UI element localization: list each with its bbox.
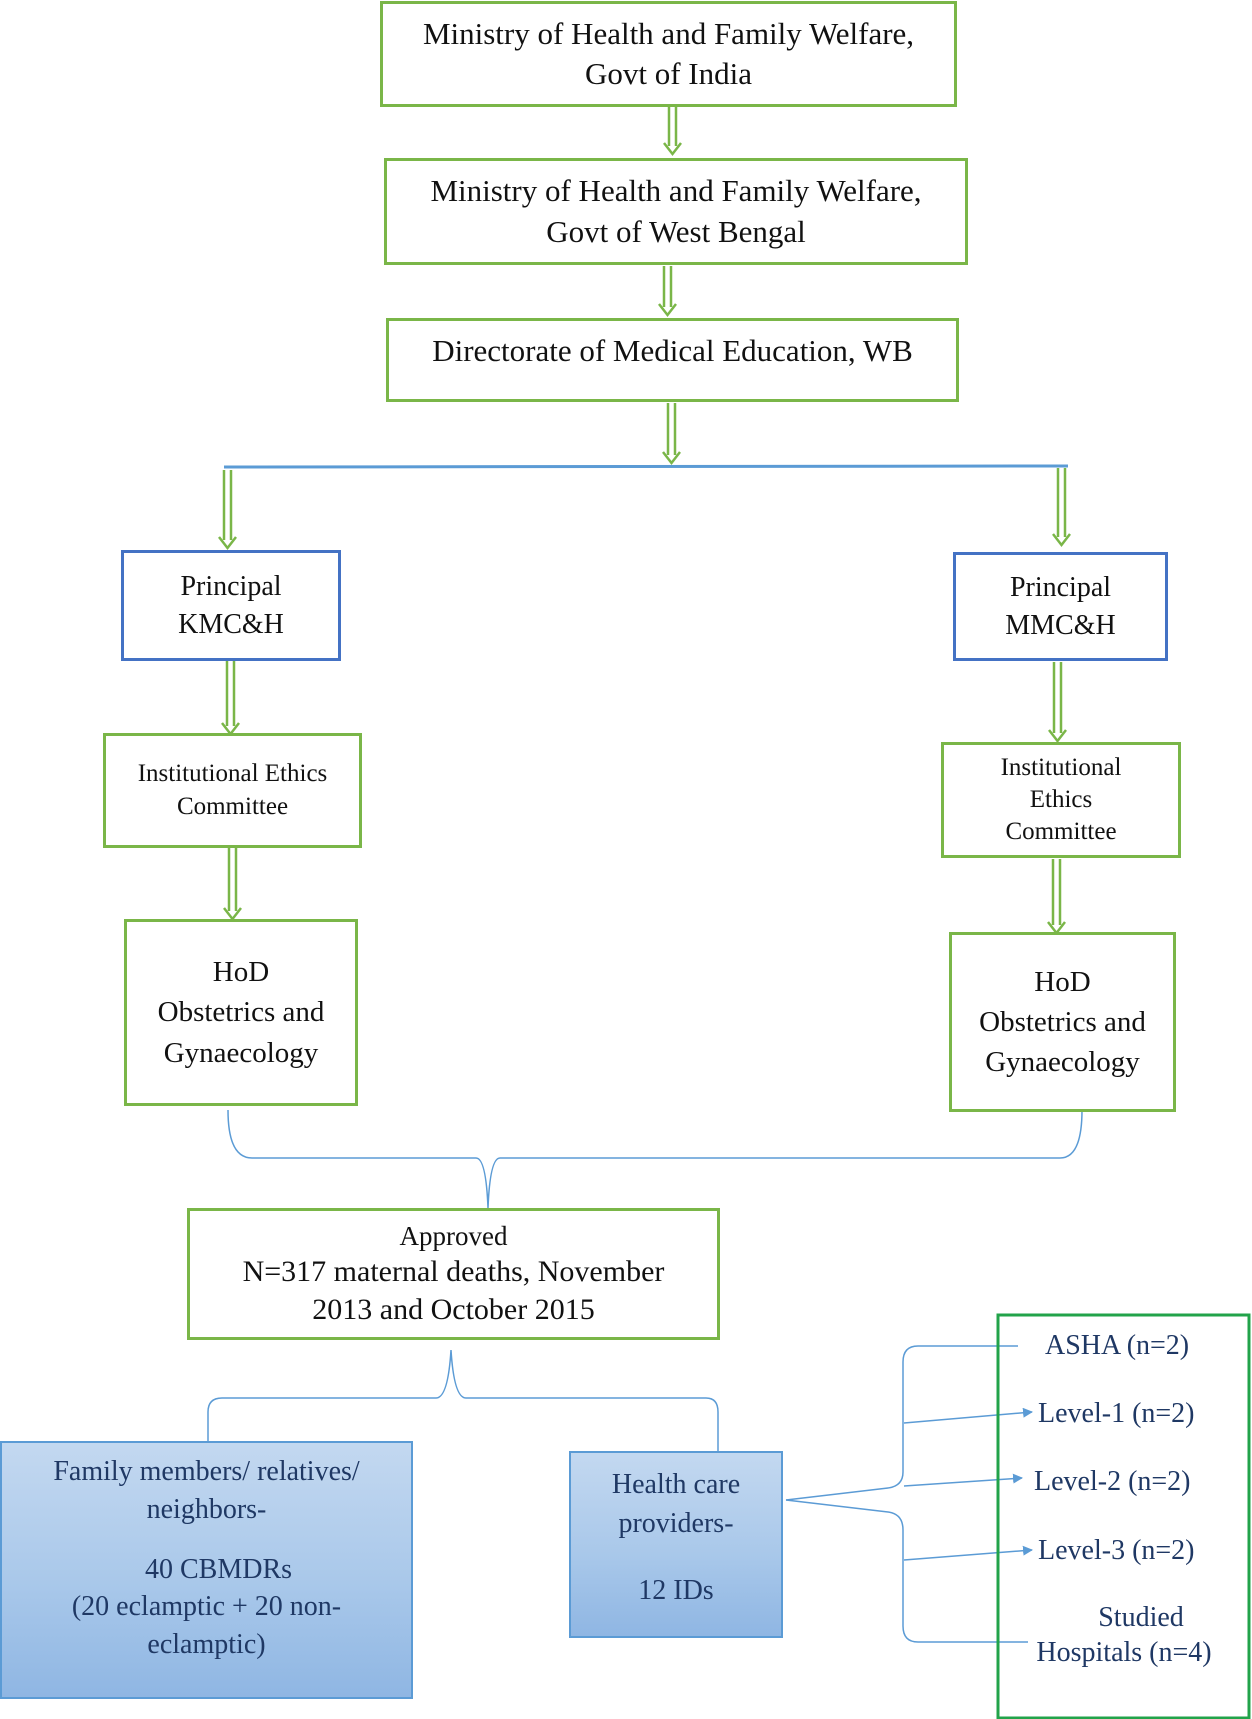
brace-hcp-to-hospitals (785, 1499, 1028, 1643)
node-iec-kmc: Institutional Ethics Committee (103, 733, 362, 848)
node-iec-mmc-line1: Institutional (1000, 754, 1122, 781)
node-moh-india: Ministry of Health and Family Welfare, G… (380, 1, 957, 107)
node-hod-mmc-line2: Obstetrics and (979, 1005, 1146, 1038)
level-hospitals-line2: Hospitals (n=4) (1036, 1637, 1212, 1668)
node-family-members: Family members/ relatives/ neighbors- 40… (0, 1441, 413, 1699)
arrow-principal-mmc-to-iec (1048, 662, 1067, 744)
node-principal-mmc: Principal MMC&H (953, 552, 1168, 661)
node-hcp-line1: Health care (611, 1469, 741, 1500)
node-hod-mmc-line3: Gynaecology (985, 1046, 1140, 1078)
level-hospitals-line1: Studied (1098, 1602, 1184, 1633)
node-moh-wb-line2: Govt of West Bengal (546, 213, 806, 249)
arrow-to-level2 (903, 1473, 1023, 1487)
node-moh-india-line2: Govt of India (584, 56, 753, 91)
node-family-line3: 40 CBMDRs (144, 1553, 293, 1585)
brace-hods-to-approved (227, 1109, 1083, 1209)
node-family-line5: eclamptic) (147, 1629, 266, 1661)
node-approved-line2: N=317 maternal deaths, November (242, 1255, 665, 1289)
node-hod-kmc: HoD Obstetrics and Gynaecology (124, 919, 358, 1106)
node-hod-kmc-line1: HoD (212, 956, 270, 989)
arrow-branch-to-principal-kmc (218, 470, 237, 551)
arrow-moh-india-to-moh-wb (663, 106, 682, 157)
arrow-principal-kmc-to-iec (221, 661, 240, 737)
level-asha: ASHA (n=2) (1045, 1330, 1190, 1361)
node-hod-mmc-line1: HoD (1034, 965, 1091, 998)
level-hospitals: Studied Hospitals (n=4) (1026, 1600, 1222, 1670)
branch-bar (223, 464, 1069, 469)
node-moh-wb-line1: Ministry of Health and Family Welfare, (430, 173, 922, 209)
node-dme: Directorate of Medical Education, WB (386, 318, 959, 402)
brace-hcp-to-levels (785, 1345, 1018, 1501)
node-iec-kmc-line2: Committee (176, 792, 289, 820)
node-family-line4: (20 eclamptic + 20 non- (71, 1591, 342, 1623)
node-iec-mmc: Institutional Ethics Committee (941, 742, 1181, 858)
node-principal-mmc-line1: Principal (1009, 571, 1112, 603)
arrow-dme-to-branch (662, 403, 681, 466)
arrow-moh-wb-to-dme (658, 266, 677, 318)
level-1: Level-1 (n=2) (1038, 1398, 1195, 1429)
node-principal-kmc-line1: Principal (180, 570, 282, 602)
arrow-branch-to-principal-mmc (1052, 468, 1071, 548)
levels-panel (996, 1313, 1251, 1719)
node-health-care-providers: Health care providers- 12 IDs (569, 1451, 783, 1638)
arrow-iec-kmc-to-hod (223, 848, 242, 922)
brace-approved-to-groups (207, 1349, 719, 1452)
node-hod-kmc-line2: Obstetrics and (157, 996, 325, 1029)
node-approved: Approved N=317 maternal deaths, November… (187, 1208, 720, 1340)
node-approved-line1: Approved (399, 1220, 508, 1251)
node-hcp-line3: 12 IDs (638, 1575, 714, 1607)
arrow-iec-mmc-to-hod (1047, 859, 1066, 936)
node-moh-india-line1: Ministry of Health and Family Welfare, (422, 15, 915, 51)
arrow-to-level3 (903, 1545, 1033, 1561)
node-iec-kmc-line1: Institutional Ethics (137, 760, 328, 787)
node-dme-label: Directorate of Medical Education, WB (432, 333, 913, 368)
level-3: Level-3 (n=2) (1038, 1535, 1195, 1566)
node-iec-mmc-line3: Committee (1005, 818, 1117, 845)
arrow-to-level1 (903, 1407, 1033, 1424)
node-hod-kmc-line3: Gynaecology (163, 1036, 319, 1069)
node-principal-mmc-line2: MMC&H (1005, 609, 1116, 641)
node-family-line1: Family members/ relatives/ (53, 1456, 360, 1487)
node-family-line2: neighbors- (146, 1493, 267, 1525)
node-principal-kmc-line2: KMC&H (178, 608, 284, 640)
node-hcp-line2: providers- (618, 1508, 734, 1540)
level-2: Level-2 (n=2) (1034, 1466, 1191, 1497)
node-principal-kmc: Principal KMC&H (121, 550, 341, 661)
node-hod-mmc: HoD Obstetrics and Gynaecology (949, 932, 1176, 1112)
node-iec-mmc-line2: Ethics (1029, 786, 1093, 813)
node-approved-line3: 2013 and October 2015 (312, 1292, 595, 1326)
node-moh-wb: Ministry of Health and Family Welfare, G… (384, 158, 968, 265)
